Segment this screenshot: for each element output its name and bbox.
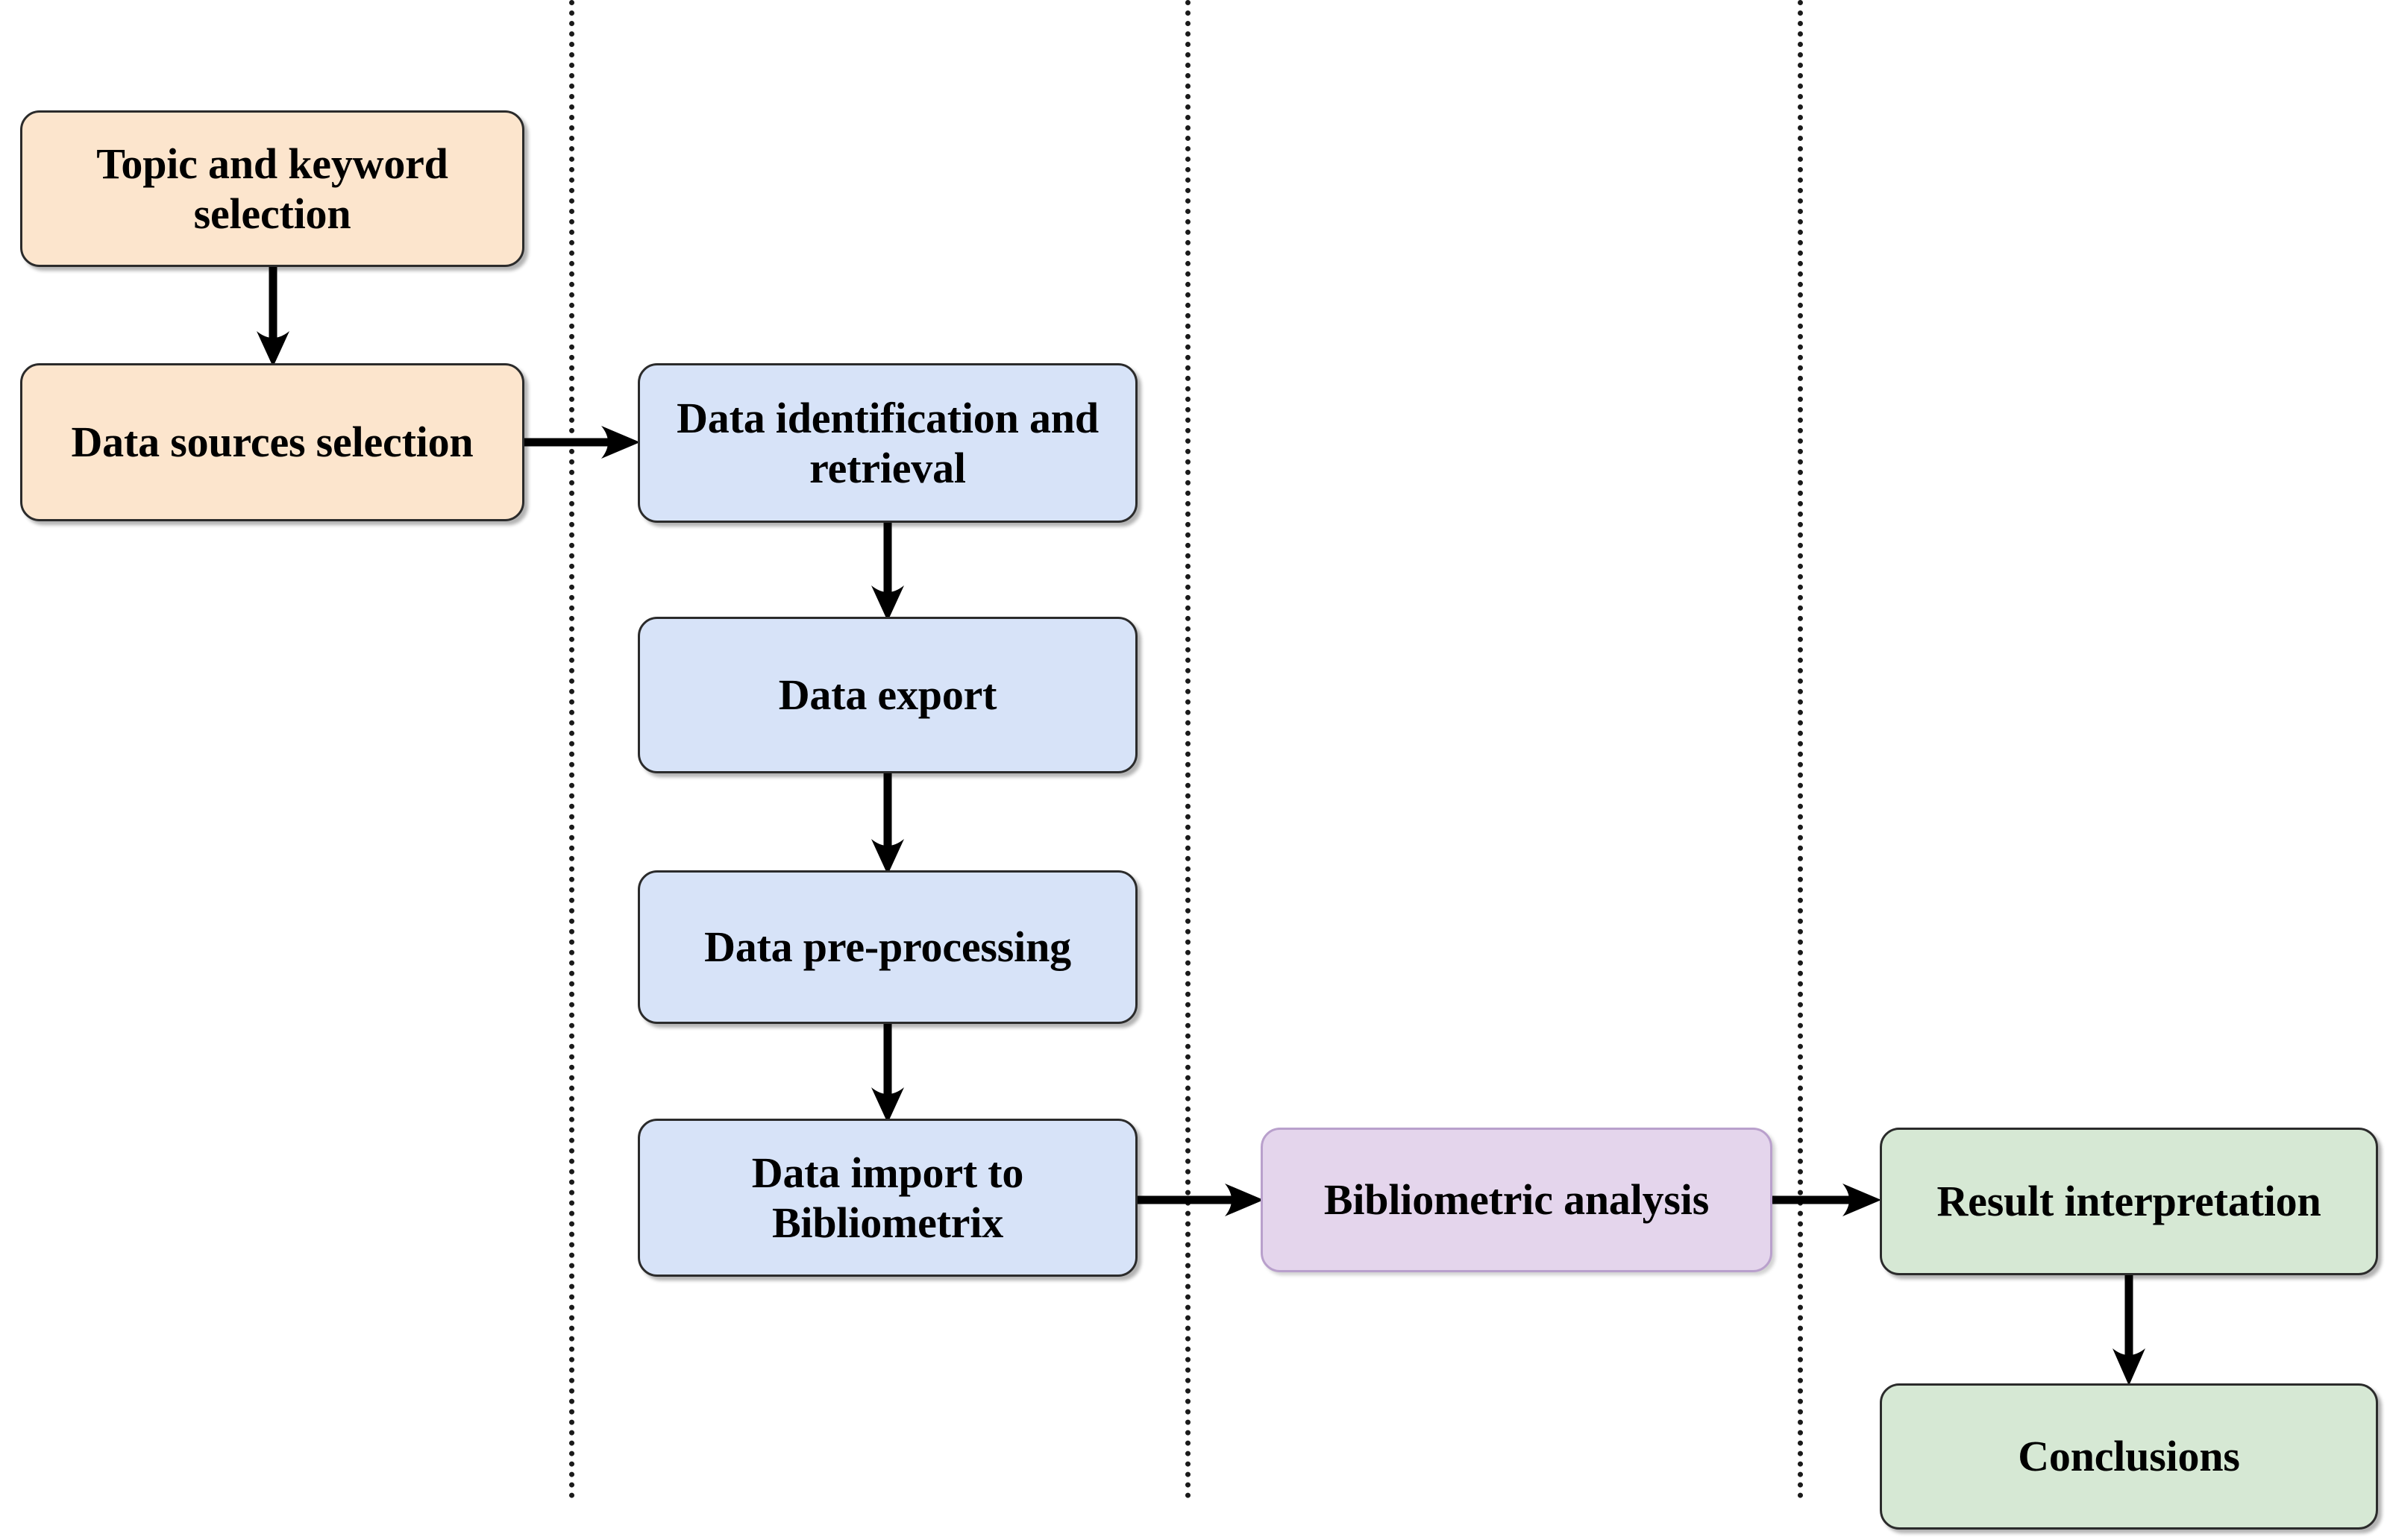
phase-divider-1: [569, 0, 574, 1499]
node-label: Data pre-processing: [704, 923, 1071, 972]
node-topic-and-keyword-selection[interactable]: Topic and keyword selection: [20, 110, 524, 267]
edge-sources-to-identification: [521, 419, 644, 465]
node-label: Data import to Bibliometrix: [751, 1148, 1024, 1247]
node-data-identification-and-retrieval[interactable]: Data identification and retrieval: [638, 363, 1138, 523]
node-conclusions[interactable]: Conclusions: [1880, 1383, 2378, 1530]
node-label: Data export: [778, 670, 997, 720]
node-bibliometric-analysis[interactable]: Bibliometric analysis: [1261, 1128, 1772, 1272]
node-label: Data identification and retrieval: [677, 393, 1099, 492]
edge-interpretation-to-conclusions: [2105, 1272, 2153, 1387]
edge-identification-to-export: [864, 518, 912, 623]
phase-divider-2: [1185, 0, 1191, 1499]
node-label: Data sources selection: [71, 418, 474, 467]
edge-preprocessing-to-import: [864, 1020, 912, 1125]
node-label: Topic and keyword selection: [96, 139, 448, 238]
node-result-interpretation[interactable]: Result interpretation: [1880, 1128, 2378, 1275]
node-label: Result interpretation: [1936, 1177, 2321, 1226]
edge-import-to-analysis: [1134, 1177, 1268, 1223]
phase-divider-3: [1798, 0, 1803, 1499]
node-label: Bibliometric analysis: [1323, 1175, 1710, 1225]
node-data-pre-processing[interactable]: Data pre-processing: [638, 870, 1138, 1024]
node-data-import-to-bibliometrix[interactable]: Data import to Bibliometrix: [638, 1119, 1138, 1277]
node-data-sources-selection[interactable]: Data sources selection: [20, 363, 524, 521]
edge-analysis-to-interpretation: [1769, 1177, 1886, 1223]
edge-topic-to-sources: [249, 263, 297, 368]
edge-export-to-preprocessing: [864, 769, 912, 876]
node-data-export[interactable]: Data export: [638, 617, 1138, 773]
node-label: Conclusions: [2018, 1432, 2240, 1481]
